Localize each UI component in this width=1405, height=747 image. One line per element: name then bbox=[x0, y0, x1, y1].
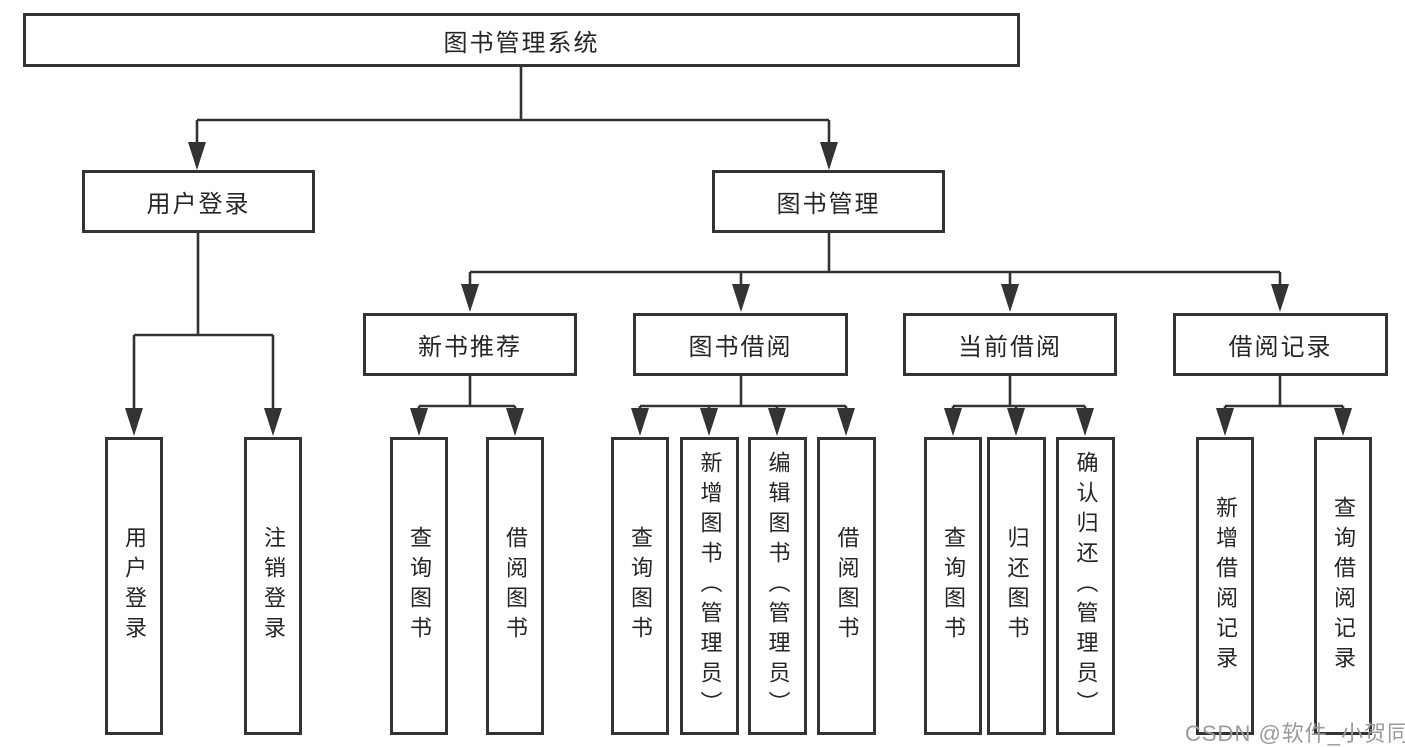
leaf-label: 归还图书 bbox=[1004, 526, 1030, 646]
leaf-label: 编辑图书（管理员） bbox=[765, 451, 791, 721]
leaf-query-books-recommend: 查询图书 bbox=[390, 437, 448, 735]
leaf-edit-books-admin: 编辑图书（管理员） bbox=[748, 437, 807, 735]
leaf-label: 新增借阅记录 bbox=[1213, 496, 1238, 676]
leaf-label: 注销登录 bbox=[261, 526, 286, 646]
leaf-label: 查询图书 bbox=[941, 526, 966, 646]
connector-borrow-records-to-leaves bbox=[1216, 376, 1352, 436]
connector-user-login-to-leaves bbox=[125, 233, 282, 436]
node-new-book-recommend: 新书推荐 bbox=[363, 313, 577, 376]
leaf-borrow-books-borrowing: 借阅图书 bbox=[817, 437, 876, 735]
leaf-label: 用户登录 bbox=[122, 526, 147, 646]
node-current-borrowing: 当前借阅 bbox=[903, 313, 1117, 376]
leaf-label: 确认归还（管理员） bbox=[1073, 451, 1099, 721]
connector-current-borrowing-to-leaves bbox=[944, 376, 1094, 436]
node-book-management-system: 图书管理系统 bbox=[23, 13, 1020, 67]
leaf-query-borrow-record: 查询借阅记录 bbox=[1314, 437, 1372, 735]
leaf-label: 查询图书 bbox=[628, 526, 653, 646]
node-book-borrowing: 图书借阅 bbox=[633, 313, 848, 376]
connector-book-borrowing-to-leaves bbox=[631, 376, 855, 436]
leaf-user-login: 用户登录 bbox=[105, 437, 163, 735]
node-book-management: 图书管理 bbox=[712, 170, 945, 233]
leaf-borrow-books-recommend: 借阅图书 bbox=[486, 437, 544, 735]
leaf-add-borrow-record: 新增借阅记录 bbox=[1196, 437, 1254, 735]
connector-root-to-level2 bbox=[188, 67, 838, 170]
leaf-return-books: 归还图书 bbox=[987, 437, 1046, 735]
node-user-login: 用户登录 bbox=[82, 170, 315, 233]
leaf-label: 查询借阅记录 bbox=[1331, 496, 1356, 676]
leaf-add-books-admin: 新增图书（管理员） bbox=[680, 437, 739, 735]
node-borrowing-records: 借阅记录 bbox=[1173, 313, 1388, 376]
leaf-confirm-return-admin: 确认归还（管理员） bbox=[1056, 437, 1115, 735]
connector-book-mgmt-to-level3 bbox=[461, 233, 1289, 312]
leaf-label: 新增图书（管理员） bbox=[697, 451, 723, 721]
leaf-logout: 注销登录 bbox=[244, 437, 302, 735]
watermark: CSDN @软件_小贺同学 bbox=[1185, 721, 1405, 746]
leaf-query-books-current: 查询图书 bbox=[924, 437, 982, 735]
connector-new-book-rec-to-leaves bbox=[410, 376, 524, 436]
leaf-query-books-borrowing: 查询图书 bbox=[611, 437, 669, 735]
leaf-label: 借阅图书 bbox=[503, 526, 528, 646]
leaf-label: 查询图书 bbox=[407, 526, 432, 646]
leaf-label: 借阅图书 bbox=[834, 526, 860, 646]
